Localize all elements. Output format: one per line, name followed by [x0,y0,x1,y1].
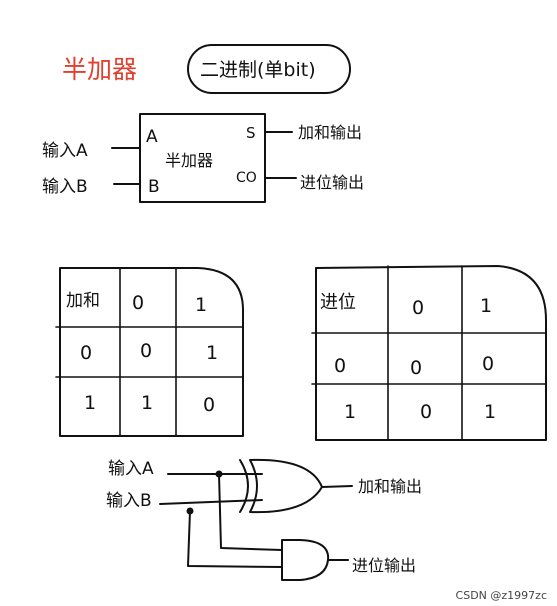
watermark: CSDN @z1997zc [455,589,547,602]
port-co-label: CO [236,170,257,186]
sum-table-corner: 加和 [66,291,100,311]
gate-input-a-label: 输入A [108,459,154,479]
xor-output-wire [321,485,353,488]
sum-table-row-0-cell-0: 0 [140,340,152,362]
xor-output-label: 加和输出 [358,477,422,496]
sum-table-col-0: 0 [132,292,144,314]
block-label: 半加器 [165,151,213,170]
port-s-label: S [246,124,256,142]
sum-table-row-1-cell-1: 0 [203,394,215,416]
gate-circuit: 输入A 输入B 加和输出 进位输出 [106,458,422,581]
carry-table-col-1: 1 [480,295,492,317]
and-output-label: 进位输出 [352,556,416,575]
sum-table-row-0-head: 0 [80,342,92,364]
sum-table-frame [59,267,245,437]
carry-table-corner: 进位 [320,292,356,313]
gate-input-b-label: 输入B [106,491,152,511]
carry-table-row-0-cell-1: 0 [482,353,494,375]
xor-gate-body [249,458,323,514]
carry-table-row-0-cell-0: 0 [410,357,422,379]
carry-table-frame [315,265,547,441]
wire-a-branch [218,473,283,551]
carry-table-row-1-cell-0: 0 [420,401,432,423]
xor-gate-back-arc [239,459,249,513]
carry-table-row-1-cell-1: 1 [484,401,496,423]
wire-b-branch [187,510,283,568]
block-output-s-label: 加和输出 [298,123,362,142]
block-input-b-label: 输入B [42,177,88,197]
subtitle-oval [187,44,351,94]
sum-table-row-1-head: 1 [84,392,96,414]
sum-table-row-0-cell-1: 1 [206,342,218,364]
port-b-label: B [148,177,160,197]
carry-table-row-1-head: 1 [344,401,356,423]
half-adder-block [139,113,266,203]
carry-table-row-0-head: 0 [334,355,346,377]
block-output-co-label: 进位输出 [300,173,364,192]
block-input-a-label: 输入A [42,141,88,161]
sum-table: 加和 0 1 0 0 1 1 1 0 [55,267,245,437]
wire-b-main [159,499,263,505]
port-a-label: A [146,127,158,147]
sum-table-row-1-cell-0: 1 [141,392,153,414]
page-title: 半加器 [62,55,137,84]
subtitle-text: 二进制(单bit) [200,59,316,81]
carry-table-col-0: 0 [412,297,424,319]
sum-table-col-1: 1 [195,294,207,316]
and-gate-body [281,539,330,581]
carry-table: 进位 0 1 0 0 0 1 0 1 [311,265,547,441]
